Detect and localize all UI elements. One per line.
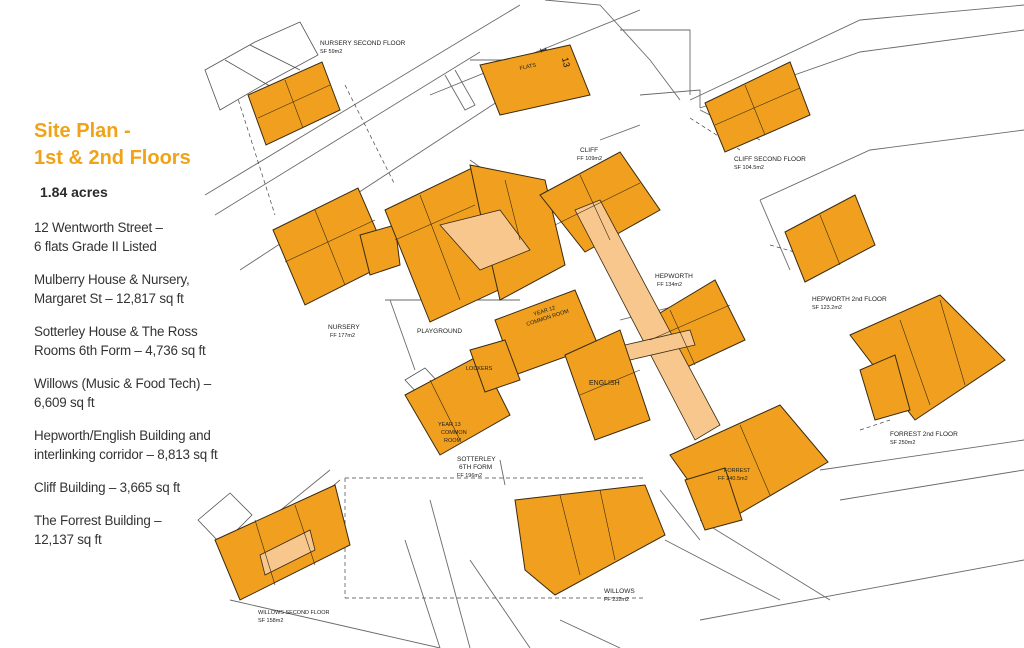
- cliff-label: CLIFF: [580, 147, 598, 154]
- title-line-2: 1st & 2nd Floors: [34, 147, 191, 169]
- building-area-line: Cliff Building – 3,665 sq ft: [34, 480, 181, 495]
- sotterley-label-line-2: 6TH FORM: [459, 464, 492, 471]
- cliff-area: FF 109m2: [577, 156, 602, 162]
- sotterley-area: FF 196m2: [457, 473, 482, 479]
- building-area-item: Willows (Music & Food Tech) – 6,609 sq f…: [34, 374, 244, 412]
- english-label: ENGLISH: [589, 380, 620, 387]
- sotterley-label-line-1: SOTTERLEY: [457, 456, 496, 463]
- willows-block: [514, 484, 666, 596]
- hepworth-label: HEPWORTH: [655, 273, 693, 280]
- year-13-label-line-3: ROOM: [444, 438, 462, 444]
- cliff-second-floor-label: CLIFF SECOND FLOOR: [734, 156, 806, 163]
- building-area-line: Rooms 6th Form – 4,736 sq ft: [34, 343, 206, 358]
- willows-area: FF 232m2: [604, 597, 629, 603]
- building-area-line: interlinking corridor – 8,813 sq ft: [34, 447, 218, 462]
- roof-outlines: [197, 21, 441, 546]
- hepworth-second-floor-area: SF 123.2m2: [812, 305, 842, 311]
- building-area-item: The Forrest Building – 12,137 sq ft: [34, 511, 244, 549]
- nursery-second-floor-area: SF 59m2: [320, 49, 342, 55]
- willows-second-floor-area: SF 158m2: [258, 618, 283, 624]
- willows-label: WILLOWS: [604, 588, 635, 595]
- year-13-label-line-1: YEAR 13: [438, 422, 461, 428]
- building-area-line: 6,609 sq ft: [34, 395, 95, 410]
- forrest-area: FF 240.5m2: [718, 476, 748, 482]
- building-area-item: Hepworth/English Building and interlinki…: [34, 426, 244, 464]
- building-area-item: 12 Wentworth Street – 6 flats Grade II L…: [34, 218, 244, 256]
- hepworth-area: FF 134m2: [657, 282, 682, 288]
- corridors: [259, 199, 721, 576]
- flats-number-13: 13: [560, 56, 572, 68]
- nursery-second-floor-label: NURSERY SECOND FLOOR: [320, 40, 406, 47]
- year-13-label-line-2: COMMON: [441, 430, 467, 436]
- cliff-second-floor-area: SF 104.5m2: [734, 165, 764, 171]
- building-area-item: Mulberry House & Nursery, Margaret St – …: [34, 270, 244, 308]
- hepworth-second-floor-label: HEPWORTH 2nd FLOOR: [812, 296, 887, 303]
- building-area-line: 12,137 sq ft: [34, 532, 102, 547]
- site-area: 1.84 acres: [40, 184, 108, 200]
- building-area-line: Sotterley House & The Ross: [34, 324, 198, 339]
- building-area-line: Hepworth/English Building and: [34, 428, 211, 443]
- willows-second-floor-block: [214, 484, 351, 601]
- cliff-second-floor-block: [704, 61, 811, 153]
- hepworth-second-floor-block: [784, 194, 876, 283]
- building-area-line: Margaret St – 12,817 sq ft: [34, 291, 184, 306]
- flats-label: FLATS: [519, 63, 537, 72]
- page-title: Site Plan - 1st & 2nd Floors: [34, 118, 191, 172]
- building-area-list: 12 Wentworth Street – 6 flats Grade II L…: [34, 218, 244, 563]
- map-labels: NURSERY SECOND FLOOR SF 59m2 FLATS 1 13 …: [258, 40, 958, 624]
- title-line-1: Site Plan -: [34, 120, 131, 142]
- building-area-item: Sotterley House & The Ross Rooms 6th For…: [34, 322, 244, 360]
- building-area-line: Mulberry House & Nursery,: [34, 272, 190, 287]
- nursery-label: NURSERY: [328, 324, 360, 331]
- interlinking-corridor: [574, 199, 721, 441]
- building-area-line: 6 flats Grade II Listed: [34, 239, 157, 254]
- willows-second-floor-label: WILLOWS SECOND FLOOR: [258, 610, 330, 616]
- lockers-label: LOCKERS: [466, 366, 493, 372]
- site-plan-key-panel: Site Plan - 1st & 2nd Floors 1.84 acres …: [0, 0, 240, 648]
- building-area-line: 12 Wentworth Street –: [34, 220, 163, 235]
- forrest-second-floor-area: SF 250m2: [890, 440, 915, 446]
- building-footprints: [214, 44, 1006, 601]
- building-area-line: Willows (Music & Food Tech) –: [34, 376, 212, 391]
- room-divisions: [254, 79, 966, 586]
- building-area-item: Cliff Building – 3,665 sq ft: [34, 478, 244, 497]
- flats-block: [479, 44, 591, 116]
- playground-label: PLAYGROUND: [417, 328, 462, 335]
- flats-number-1: 1: [538, 46, 549, 53]
- forrest-second-floor-label: FORREST 2nd FLOOR: [890, 431, 958, 438]
- nursery-area: FF 177m2: [330, 333, 355, 339]
- building-area-line: The Forrest Building –: [34, 513, 162, 528]
- forrest-label: FORREST: [724, 468, 751, 474]
